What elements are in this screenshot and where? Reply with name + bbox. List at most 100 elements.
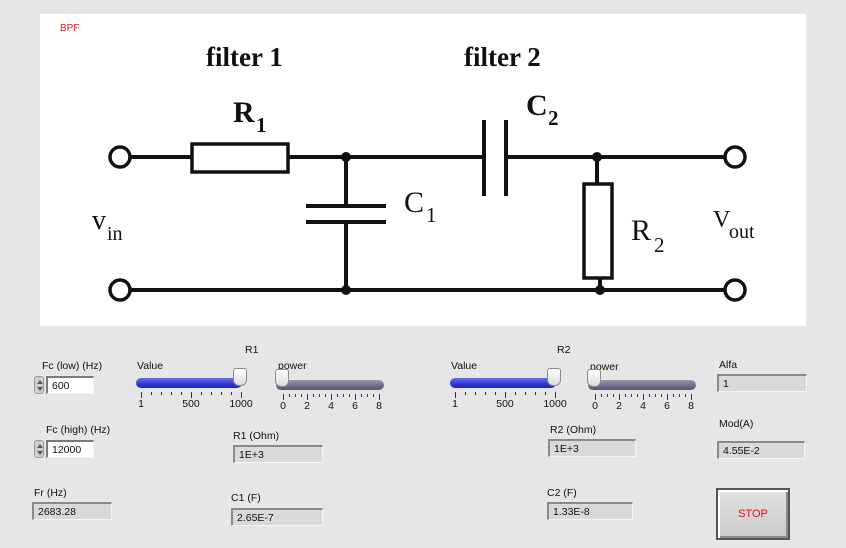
r1-value-scale-tick xyxy=(191,392,192,398)
r1-value-scale-tick-label: 1 xyxy=(138,398,144,410)
mod-indicator: 4.55E-2 xyxy=(717,441,805,459)
c1-subscript: 1 xyxy=(426,203,437,227)
fc-low-label: Fc (low) (Hz) xyxy=(42,360,103,372)
fc-low-spinner[interactable] xyxy=(34,376,44,394)
r2-power-scale-tick xyxy=(649,394,650,397)
r1-value-label: Value xyxy=(137,360,164,372)
fc-high-spinner[interactable] xyxy=(34,440,44,458)
r2-power-scale-tick xyxy=(619,394,620,400)
fc-high-label: Fc (high) (Hz) xyxy=(46,424,111,436)
r1-power-scale-tick xyxy=(295,394,296,397)
diagram-tag: BPF xyxy=(60,23,80,34)
r1-ohm-label: R1 (Ohm) xyxy=(233,430,280,442)
c2-label: C2 (F) xyxy=(547,487,577,499)
resistor-r1-symbol xyxy=(190,142,290,174)
decrement-arrow-icon[interactable] xyxy=(37,451,43,455)
circuit-schematic: filter 1 filter 2 R 1 C 2 C 1 R 2 v in V… xyxy=(92,42,755,302)
vin-label: v xyxy=(92,205,106,236)
r2-subscript: 2 xyxy=(654,233,665,257)
r1-power-scale-tick xyxy=(283,394,284,400)
r1-power-slider-track[interactable] xyxy=(276,380,384,390)
vout-label: V xyxy=(713,207,731,233)
r1-power-scale-tick xyxy=(319,394,320,397)
r1-value-scale-tick-label: 500 xyxy=(182,398,200,410)
increment-arrow-icon[interactable] xyxy=(37,444,43,448)
stop-button[interactable]: STOP xyxy=(716,488,790,540)
r1-value-scale-tick xyxy=(151,392,152,395)
fc-low-input[interactable]: 600 xyxy=(46,376,94,394)
r2-power-scale-tick xyxy=(607,394,608,397)
r1-value-scale-tick xyxy=(201,392,202,395)
junction-dot xyxy=(341,152,351,162)
mod-label: Mod(A) xyxy=(719,418,754,430)
r2-value-scale-tick xyxy=(535,392,536,395)
r2-value-scale-tick-label: 1000 xyxy=(543,398,567,410)
r1-value-scale-tick xyxy=(241,392,242,398)
r2-group-title: R2 xyxy=(557,344,571,356)
r1-power-scale-tick xyxy=(373,394,374,397)
r1-power-scale-tick-label: 6 xyxy=(352,400,358,412)
r2-value-label: Value xyxy=(451,360,478,372)
r2-power-slider-track[interactable] xyxy=(588,380,696,390)
terminal-vout-top xyxy=(723,145,747,169)
r2-value-slider-track[interactable] xyxy=(450,378,556,388)
r2-power-scale-tick xyxy=(691,394,692,400)
r2-power-scale-tick-label: 8 xyxy=(688,400,694,412)
r2-power-scale-tick-label: 2 xyxy=(616,400,622,412)
r2-power-scale-tick xyxy=(673,394,674,397)
junction-dot xyxy=(341,285,351,295)
r1-power-slider-knob[interactable] xyxy=(275,369,289,387)
r1-power-scale-tick xyxy=(337,394,338,397)
decrement-arrow-icon[interactable] xyxy=(37,387,43,391)
r1-value-scale-tick xyxy=(211,392,212,395)
r2-label: R xyxy=(631,214,651,247)
fr-label: Fr (Hz) xyxy=(34,487,67,499)
r1-power-scale-tick-label: 2 xyxy=(304,400,310,412)
r1-power-scale-tick xyxy=(325,394,326,397)
r1-power-scale-tick xyxy=(343,394,344,397)
r2-value-scale-tick xyxy=(555,392,556,398)
r1-power-scale-tick xyxy=(355,394,356,400)
r1-power-scale-tick xyxy=(289,394,290,397)
r2-power-scale-tick xyxy=(601,394,602,397)
r2-power-scale-tick xyxy=(613,394,614,397)
r1-power-scale: 0 2 4 6 8 xyxy=(280,394,382,414)
r1-value-slider-track[interactable] xyxy=(136,378,242,388)
filter1-label: filter 1 xyxy=(206,42,283,72)
junction-dot xyxy=(592,152,602,162)
r1-value-scale-tick xyxy=(231,392,232,395)
vin-subscript: in xyxy=(107,223,123,245)
fc-high-input[interactable]: 12000 xyxy=(46,440,94,458)
r2-value-scale-tick xyxy=(545,392,546,395)
r2-value-scale-tick-label: 500 xyxy=(496,398,514,410)
increment-arrow-icon[interactable] xyxy=(37,380,43,384)
r2-power-scale-tick xyxy=(679,394,680,397)
r2-value-scale-tick xyxy=(495,392,496,395)
c2-subscript: 2 xyxy=(548,106,559,130)
r1-value-slider-knob[interactable] xyxy=(233,368,247,386)
fr-indicator: 2683.28 xyxy=(32,502,112,520)
r1-power-scale-tick xyxy=(349,394,350,397)
r2-value-slider-knob[interactable] xyxy=(547,368,561,386)
r1-value-scale-tick xyxy=(171,392,172,395)
terminal-vin-top xyxy=(108,145,132,169)
r2-ohm-label: R2 (Ohm) xyxy=(550,424,597,436)
r1-power-scale-tick xyxy=(301,394,302,397)
r1-group-title: R1 xyxy=(245,344,259,356)
r1-value-scale-tick xyxy=(161,392,162,395)
r2-power-slider-knob[interactable] xyxy=(587,369,601,387)
r2-value-scale-tick xyxy=(475,392,476,395)
r2-power-scale-tick xyxy=(631,394,632,397)
junction-dot xyxy=(595,285,605,295)
r1-power-scale-tick-label: 8 xyxy=(376,400,382,412)
r1-value-scale-tick xyxy=(221,392,222,395)
alfa-indicator: 1 xyxy=(717,374,807,392)
r2-power-scale-tick xyxy=(685,394,686,397)
terminal-vout-bottom xyxy=(723,278,747,302)
r1-power-scale-tick-label: 0 xyxy=(280,400,286,412)
r1-ohm-indicator: 1E+3 xyxy=(233,445,323,463)
r1-power-scale-tick-label: 4 xyxy=(328,400,334,412)
r1-power-scale-tick xyxy=(361,394,362,397)
